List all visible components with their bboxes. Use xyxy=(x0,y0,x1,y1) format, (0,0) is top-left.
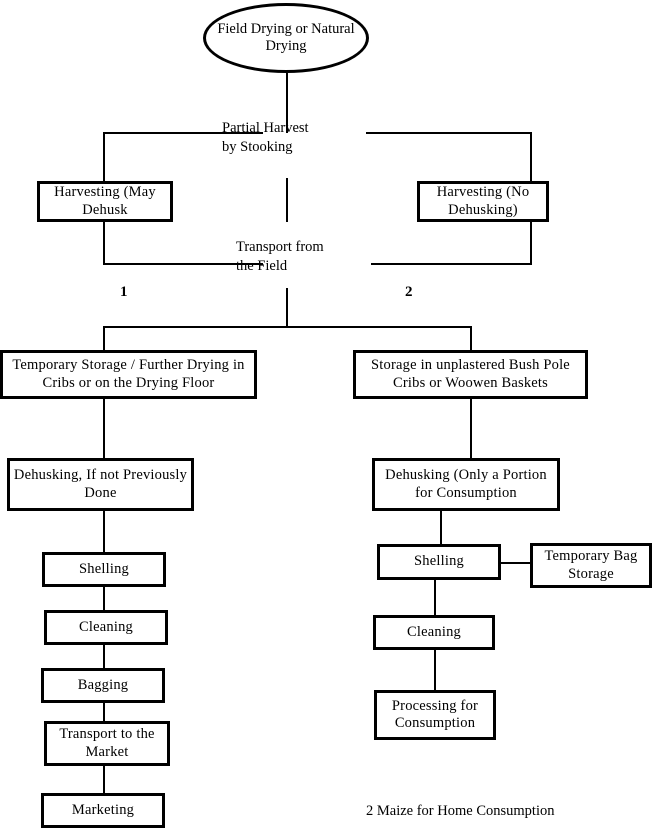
branch-label-one: 1 xyxy=(120,284,128,300)
node-marketing[interactable]: Marketing xyxy=(41,793,165,828)
connector-split-to-bush-pole xyxy=(470,326,472,350)
connector-split-bus xyxy=(103,326,472,328)
connector-harvest-no-dehusk-down xyxy=(530,221,532,265)
node-transport-to-market[interactable]: Transport to the Market xyxy=(44,721,170,766)
connector-bus-left-bottom xyxy=(103,263,263,265)
connector-cleaning-to-processing xyxy=(434,650,436,690)
figure-caption: 2 Maize for Home Consumption xyxy=(366,803,555,819)
connector-down-to-harvest-no-dehusk xyxy=(530,132,532,182)
connector-split-to-temp-storage xyxy=(103,326,105,350)
node-field-drying[interactable]: Field Drying or Natural Drying xyxy=(203,3,369,73)
node-bush-pole-storage[interactable]: Storage in unplastered Bush Pole Cribs o… xyxy=(353,350,588,399)
node-cleaning-right[interactable]: Cleaning xyxy=(373,615,495,650)
node-harvesting-may-dehusk[interactable]: Harvesting (May Dehusk xyxy=(37,181,173,222)
connector-bus-left-top xyxy=(103,132,263,134)
node-temporary-bag-storage[interactable]: Temporary Bag Storage xyxy=(530,543,652,588)
node-dehusking-if-not-previously-done[interactable]: Dehusking, If not Previously Done xyxy=(7,458,194,511)
connector-harvest-dehusk-down xyxy=(103,221,105,265)
connector-cleaning-to-bagging xyxy=(103,645,105,668)
label-transport-from-field: Transport from the Field xyxy=(236,239,324,274)
node-shelling-left[interactable]: Shelling xyxy=(42,552,166,587)
branch-label-two: 2 xyxy=(405,284,413,300)
connector-bus-right-top xyxy=(366,132,532,134)
connector-shelling-to-cleaning-right xyxy=(434,580,436,615)
connector-bagging-to-transport-market xyxy=(103,703,105,721)
node-bagging[interactable]: Bagging xyxy=(41,668,165,703)
connector-partial-harvest-stub xyxy=(286,178,288,222)
connector-shelling-to-cleaning-left xyxy=(103,587,105,610)
node-processing-for-consumption[interactable]: Processing for Consumption xyxy=(374,690,496,740)
label-partial-harvest: Partial Harvest by Stooking xyxy=(222,120,309,155)
connector-dehusk-right-to-shelling xyxy=(440,511,442,544)
node-dehusking-only-a-portion[interactable]: Dehusking (Only a Portion for Consumptio… xyxy=(372,458,560,511)
node-cleaning-left[interactable]: Cleaning xyxy=(44,610,168,645)
node-harvesting-no-dehusking[interactable]: Harvesting (No Dehusking) xyxy=(417,181,549,222)
connector-transport-market-to-marketing xyxy=(103,766,105,793)
node-temporary-storage[interactable]: Temporary Storage / Further Drying in Cr… xyxy=(0,350,257,399)
connector-shelling-to-bag-storage xyxy=(500,562,531,564)
node-shelling-right[interactable]: Shelling xyxy=(377,544,501,580)
connector-bus-right-bottom xyxy=(371,263,532,265)
connector-dehusk-to-shelling-left xyxy=(103,511,105,552)
connector-bush-pole-to-dehusk-right xyxy=(470,399,472,458)
connector-temp-storage-to-dehusk xyxy=(103,399,105,458)
connector-transport-to-split xyxy=(286,288,288,328)
connector-start-to-partial-harvest xyxy=(286,73,288,133)
connector-down-to-harvest-dehusk xyxy=(103,132,105,182)
